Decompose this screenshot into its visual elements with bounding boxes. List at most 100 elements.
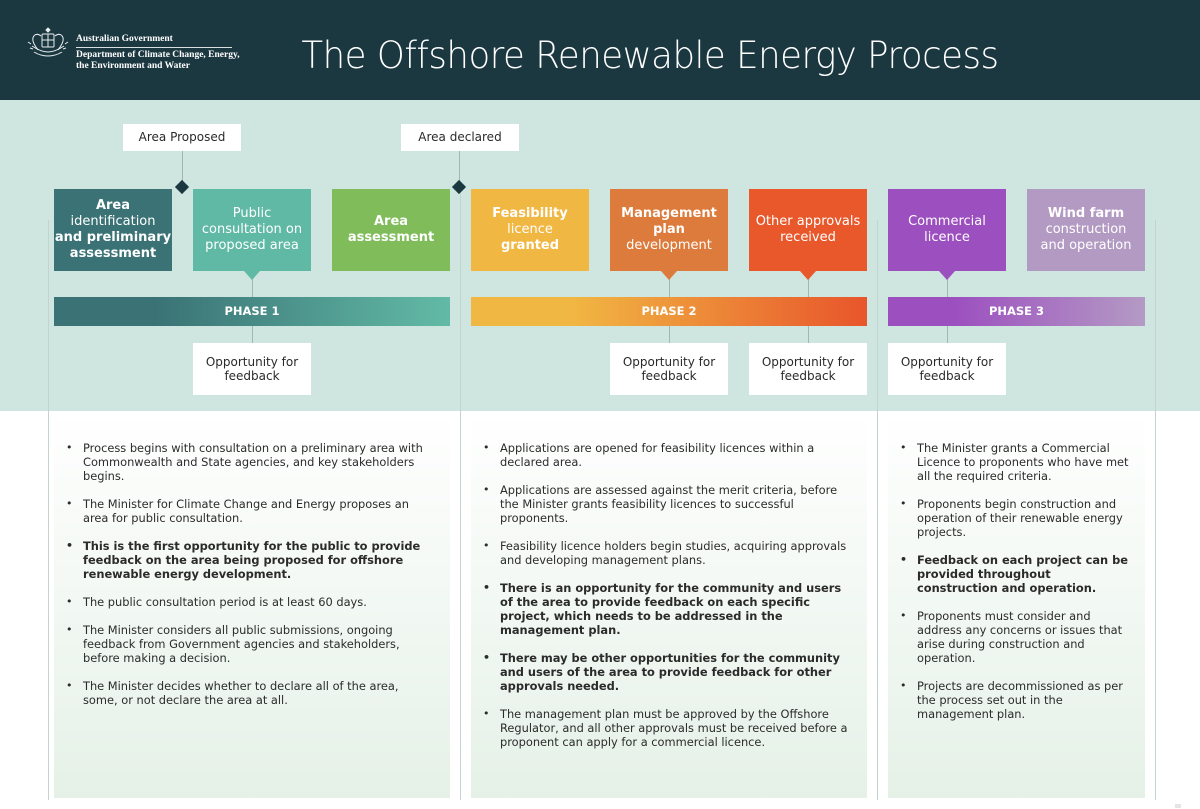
step-label-line: and operation	[1040, 238, 1132, 253]
description-text: Process begins with consultation on a pr…	[83, 441, 423, 483]
description-item: •Feasibility licence holders begin studi…	[483, 539, 853, 567]
description-list: • Applications are opened for feasibility…	[471, 411, 867, 749]
description-text: Feedback on each project can be provided…	[917, 553, 1128, 595]
description-text: This is the first opportunity for the pu…	[83, 539, 421, 581]
step-label-line: received	[780, 230, 836, 245]
description-item: • Applications are assessed against the m…	[483, 483, 853, 525]
step-label-line: Commercial	[908, 214, 986, 229]
page-header: Australian Government Department of Clim…	[0, 0, 1200, 100]
description-item: • The Minister considers all public submi…	[66, 623, 436, 665]
phase-1-bar: PHASE 1	[54, 297, 450, 326]
bullet-icon: •	[66, 497, 73, 510]
feedback-label: Opportunity for feedback	[622, 355, 716, 383]
description-item: •Proponents begin construction and opera…	[900, 497, 1131, 539]
step-label-line: Feasibility	[492, 206, 568, 221]
department-line-2: the Environment and Water	[76, 61, 190, 71]
description-item: • Applications are opened for feasibility…	[483, 441, 853, 469]
phase-3-bar: PHASE 3	[888, 297, 1145, 326]
description-item: • The Minister for Climate Change and Ene…	[66, 497, 436, 525]
description-item: •The public consultation period is at le…	[66, 595, 436, 609]
feedback-opportunity-box: Opportunity for feedback	[888, 343, 1006, 395]
description-text: There is an opportunity for the communit…	[500, 581, 842, 637]
step-label-line: plan	[653, 222, 685, 237]
bullet-icon: •	[900, 441, 907, 454]
feedback-opportunity-box: Opportunity for feedback	[610, 343, 728, 395]
milestone-stem	[459, 151, 460, 185]
bullet-icon: •	[483, 581, 491, 594]
bullet-icon: •	[66, 539, 74, 552]
branding-divider	[76, 47, 232, 48]
description-item: • The Minister grants a Commercial Licenc…	[900, 441, 1131, 483]
page-title: The Offshore Renewable Energy Process	[301, 34, 999, 77]
step-label-line: construction	[1045, 222, 1127, 237]
feedback-opportunity-box: Opportunity for feedback	[193, 343, 311, 395]
bullet-icon: •	[66, 623, 73, 636]
bullet-icon: •	[900, 497, 907, 510]
step-pointer-icon	[661, 271, 677, 280]
description-text: Projects are decommissioned as per the p…	[917, 679, 1123, 721]
step-pointer-icon	[939, 271, 955, 280]
step-pointer-icon	[244, 271, 260, 280]
government-name: Australian Government	[76, 34, 173, 44]
step-label-line: Management	[621, 206, 717, 221]
phase-1-description-panel: • Process begins with consultation on a p…	[54, 411, 450, 798]
step-label-line: Public	[232, 206, 272, 221]
bullet-icon: •	[483, 539, 490, 552]
bullet-icon: •	[483, 483, 490, 496]
step-label-line: identification	[70, 214, 156, 229]
bullet-icon: •	[900, 679, 907, 692]
bullet-icon: •	[900, 609, 907, 622]
step-label-line: assessment	[69, 246, 157, 261]
step-pointer-icon	[800, 271, 816, 280]
description-text: Applications are opened for feasibility …	[500, 441, 815, 469]
description-text: There may be other opportunities for the…	[500, 651, 840, 693]
description-item: •The Minister decides whether to declare…	[66, 679, 436, 707]
description-item: • This is the first opportunity for the p…	[66, 539, 436, 581]
description-item: •Proponents must consider and address an…	[900, 609, 1131, 665]
department-line-1: Department of Climate Change, Energy,	[76, 50, 240, 60]
step-label-line: development	[626, 238, 712, 253]
description-text: The management plan must be approved by …	[500, 707, 848, 749]
step-label-line: assessment	[347, 230, 435, 245]
bullet-icon: •	[483, 441, 490, 454]
description-item: •Feedback on each project can be provide…	[900, 553, 1131, 595]
description-text: The Minister grants a Commercial Licence…	[917, 441, 1129, 483]
step-label-line: Other approvals	[755, 214, 861, 229]
description-text: The Minister considers all public submis…	[83, 623, 400, 665]
step-label-line: granted	[500, 238, 560, 253]
description-text: The Minister for Climate Change and Ener…	[83, 497, 409, 525]
column-divider	[1155, 220, 1156, 800]
step-label-line: licence	[924, 230, 970, 245]
column-divider	[48, 220, 49, 800]
bullet-icon: •	[66, 441, 73, 454]
step-label-line: and preliminary	[54, 230, 172, 245]
description-item: • There may be other opportunities for th…	[483, 651, 853, 693]
bullet-icon: •	[483, 707, 490, 720]
bullet-icon: •	[483, 651, 491, 664]
description-list: • The Minister grants a Commercial Licenc…	[888, 411, 1145, 721]
phase-3-description-panel: • The Minister grants a Commercial Licenc…	[888, 411, 1145, 798]
bullet-icon: •	[66, 679, 73, 692]
description-text: The public consultation period is at lea…	[83, 595, 367, 609]
description-text: Applications are assessed against the me…	[500, 483, 838, 525]
column-divider	[877, 220, 878, 800]
phase-2-description-panel: • Applications are opened for feasibility…	[471, 411, 867, 798]
description-item: • Projects are decommissioned as per the …	[900, 679, 1131, 721]
description-item: • Process begins with consultation on a p…	[66, 441, 436, 483]
step-label-line: Wind farm	[1047, 206, 1125, 221]
description-item: • There is an opportunity for the communi…	[483, 581, 853, 637]
feedback-label: Opportunity for feedback	[761, 355, 855, 383]
